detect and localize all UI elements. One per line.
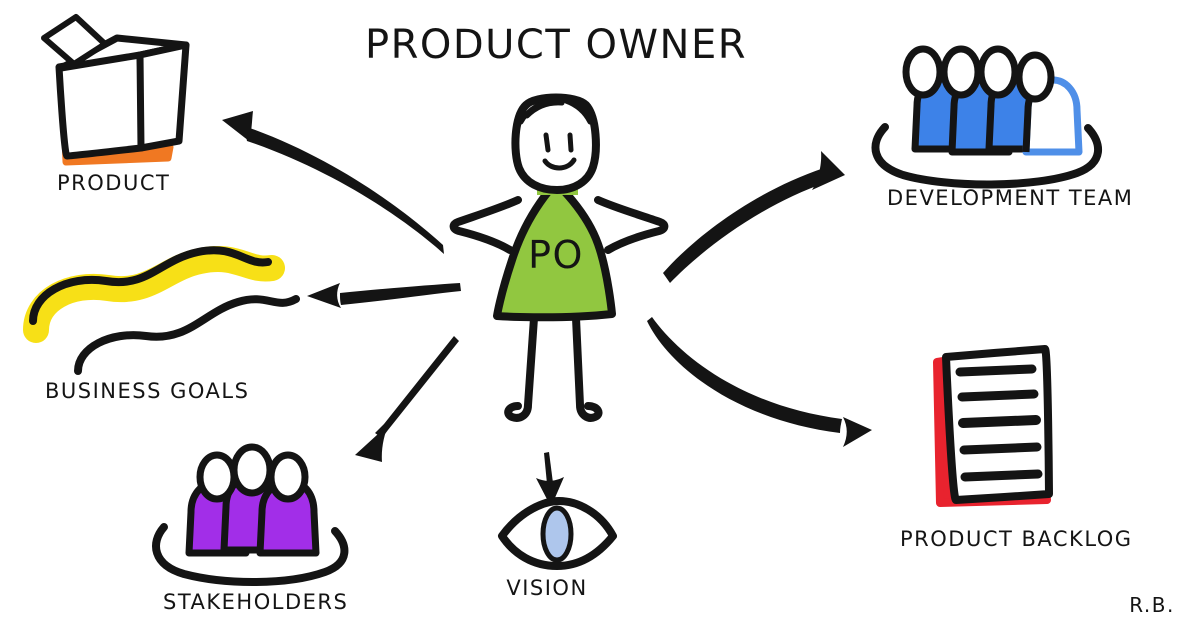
figure-legs	[504, 314, 603, 422]
node-product-backlog[interactable]: PRODUCT BACKLOG	[900, 345, 1133, 551]
person-head-group	[196, 443, 309, 503]
node-stakeholders[interactable]: STAKEHOLDERS	[152, 443, 349, 614]
node-stakeholders-label: STAKEHOLDERS	[163, 590, 348, 614]
product-owner-figure[interactable]: PO	[449, 93, 669, 422]
node-vision-label: VISION	[506, 576, 587, 600]
people-group-icon	[152, 443, 349, 587]
page-title-text: PRODUCT OWNER	[365, 22, 747, 68]
page-title: PRODUCT OWNER	[365, 22, 747, 68]
figure-arms	[449, 196, 669, 254]
node-business-goals-label: BUSINESS GOALS	[45, 379, 249, 403]
document-list-icon	[933, 345, 1053, 507]
arrow-to-stakeholders	[355, 336, 459, 462]
figure-hair	[518, 96, 594, 125]
box-icon	[41, 14, 190, 166]
figure-eyes	[543, 132, 574, 153]
node-product[interactable]: PRODUCT	[41, 14, 190, 195]
arrow-to-development-team	[663, 151, 845, 283]
node-development-team-label: DEVELOPMENT TEAM	[887, 186, 1133, 210]
arrow-to-product-backlog	[647, 317, 872, 447]
figure-mouth	[542, 157, 577, 171]
figure-shirt	[493, 179, 616, 322]
people-group-icon	[871, 45, 1103, 189]
figure-shirt-label: PO	[528, 233, 584, 277]
node-product-backlog-label: PRODUCT BACKLOG	[900, 527, 1133, 551]
person-head-group	[902, 45, 1055, 103]
node-development-team[interactable]: DEVELOPMENT TEAM	[871, 45, 1133, 210]
arrow-to-vision	[536, 452, 564, 507]
node-product-label: PRODUCT	[57, 171, 170, 195]
document-line-group	[955, 364, 1043, 482]
node-vision[interactable]: VISION	[498, 497, 617, 600]
node-business-goals[interactable]: BUSINESS GOALS	[23, 246, 300, 403]
arrow-layer	[222, 111, 872, 507]
arrow-to-business-goals	[307, 283, 461, 308]
winding-road-icon	[23, 246, 300, 375]
eye-icon	[498, 497, 617, 570]
signature: R.B.	[1129, 593, 1175, 617]
arrow-to-product	[222, 111, 444, 254]
